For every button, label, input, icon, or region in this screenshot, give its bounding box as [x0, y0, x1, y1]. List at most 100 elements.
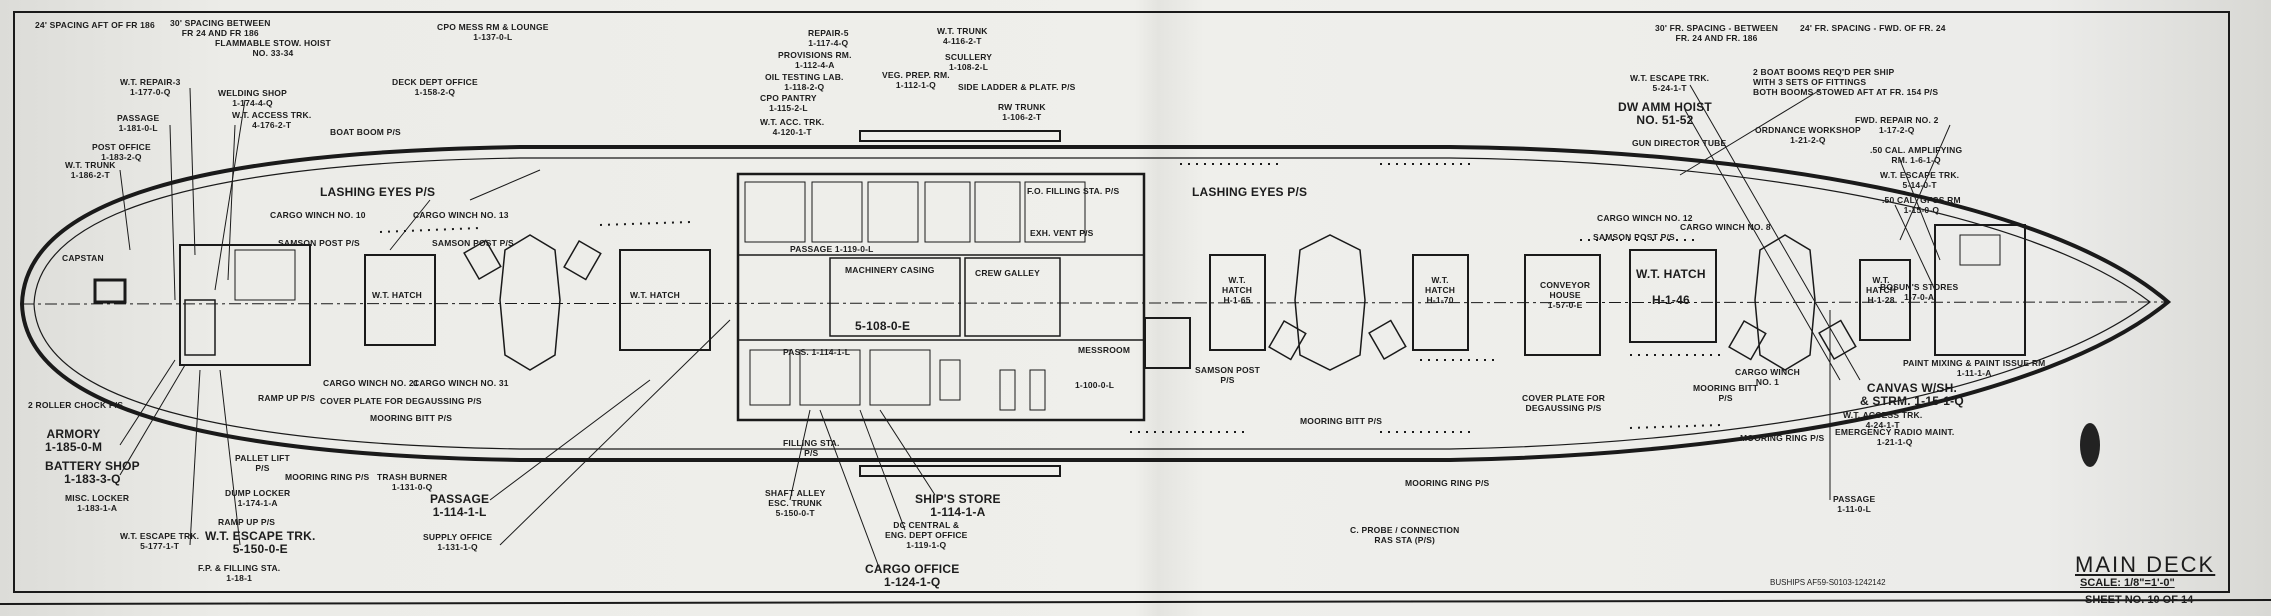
- drawing-title: MAIN DECK: [2075, 552, 2216, 577]
- label-ramp-up: RAMP UP P/S: [258, 393, 316, 403]
- label-misc-locker: MISC. LOCKER 1-183-1-A: [65, 493, 130, 513]
- label-wt-hatch: W.T. HATCH: [372, 290, 423, 300]
- hatch-aft-1: [364, 254, 436, 346]
- label-boat-booms-note: 2 BOAT BOOMS REQ'D PER SHIP WITH 3 SETS …: [1753, 67, 1939, 97]
- label-wt-escape-trk: W.T. ESCAPE TRK. 5-14-0-T: [1880, 170, 1960, 190]
- label-veg-prep-rm: VEG. PREP. RM. 1-112-1-Q: [882, 70, 950, 90]
- label-wt-trunk: W.T. TRUNK 1-186-2-T: [65, 160, 116, 180]
- label-cover-plate: COVER PLATE FOR DEGAUSSING P/S: [320, 396, 482, 406]
- label-samson-post: SAMSON POST P/S: [278, 238, 360, 248]
- label-cargo-office: CARGO OFFICE 1-124-1-Q: [865, 562, 960, 589]
- label-lashing-eyes: LASHING EYES P/S: [320, 185, 436, 199]
- label-dc-central: DC CENTRAL & ENG. DEPT OFFICE 1-119-1-Q: [885, 520, 968, 550]
- sheet-border: [13, 11, 2230, 593]
- label-passage: PASSAGE 1-114-1-L: [430, 492, 490, 519]
- ink-stain: [2080, 423, 2100, 467]
- label-ordnance-workshop: ORDNANCE WORKSHOP 1-21-2-Q: [1755, 125, 1861, 145]
- conveyor-house: [1524, 254, 1601, 356]
- label-fp-filling-sta: F.P. & FILLING STA. 1-18-1: [198, 563, 281, 583]
- aft-deckhouse: [179, 244, 311, 366]
- boat-boom-stowage-bottom: [859, 465, 1061, 477]
- winch-house-mid: [1294, 234, 1366, 371]
- label-cargo-winch-8: CARGO WINCH NO. 8: [1680, 222, 1771, 232]
- label-probe-connection: C. PROBE / CONNECTION RAS STA (P/S): [1350, 525, 1460, 545]
- label-passage: PASSAGE 1-181-0-L: [117, 113, 160, 133]
- label-deck-dept-office: DECK DEPT OFFICE 1-158-2-Q: [392, 77, 478, 97]
- label-fwd-repair-2: FWD. REPAIR NO. 2 1-17-2-Q: [1855, 115, 1939, 135]
- label-wt-acc-trk: W.T. ACC. TRK. 4-120-1-T: [760, 117, 825, 137]
- label-hatch-h-1-65: W.T. HATCH H-1-65: [1222, 275, 1253, 305]
- label-mooring-bitt: MOORING BITT P/S: [1300, 416, 1383, 426]
- label-50-cal-amplifying: .50 CAL. AMPLIFYING RM. 1-6-1-Q: [1870, 145, 1963, 165]
- label-flammable-stow-hoist: FLAMMABLE STOW. HOIST NO. 33-34: [215, 38, 331, 58]
- label-messroom: MESSROOM: [1078, 345, 1131, 355]
- label-lashing-eyes: LASHING EYES P/S: [1192, 185, 1308, 199]
- label-cargo-winch-21: CARGO WINCH NO. 21: [323, 378, 419, 388]
- cargo-winch-box: [1144, 317, 1191, 369]
- drawing-scale: SCALE: 1/8"=1'-0": [2080, 577, 2175, 589]
- label-cargo-winch-10: CARGO WINCH NO. 10: [270, 210, 366, 220]
- label-wt-hatch: W.T. HATCH: [630, 290, 681, 300]
- label-trash-burner: TRASH BURNER 1-131-0-Q: [377, 472, 448, 492]
- label-exh-vent: EXH. VENT P/S: [1030, 228, 1094, 238]
- label-side-ladder: SIDE LADDER & PLATF. P/S: [958, 82, 1076, 92]
- label-wt-escape-trk: W.T. ESCAPE TRK. 5-177-1-T: [120, 531, 200, 551]
- label-cargo-winch-31: CARGO WINCH NO. 31: [413, 378, 509, 388]
- label-wt-escape-trk: W.T. ESCAPE TRK. 5-24-1-T: [1630, 73, 1710, 93]
- label-samson-post: SAMSON POST P/S: [1593, 232, 1675, 242]
- label-cargo-winch-1: CARGO WINCH NO. 1: [1735, 367, 1800, 387]
- label-fr-spacing-between: 30' FR. SPACING - BETWEEN FR. 24 AND FR.…: [1655, 23, 1779, 43]
- label-paint-mixing: PAINT MIXING & PAINT ISSUE RM 1-11-1-A: [1903, 358, 2046, 378]
- label-5-108-0-e: 5-108-0-E: [855, 319, 911, 333]
- label-fo-filling-sta: F.O. FILLING STA. P/S: [1027, 186, 1120, 196]
- label-oil-testing-lab: OIL TESTING LAB. 1-118-2-Q: [765, 72, 844, 92]
- label-boat-boom: BOAT BOOM P/S: [330, 127, 401, 137]
- label-repair-5: REPAIR-5 1-117-4-Q: [808, 28, 849, 48]
- label-post-office: POST OFFICE 1-183-2-Q: [92, 142, 151, 162]
- winch-house-fwd: [1754, 234, 1816, 371]
- centerline: [21, 301, 2169, 305]
- label-bosuns-stores: BOSUN'S STORES 1-7-0-A: [1880, 282, 1959, 302]
- label-fr-spacing-fwd: 24' FR. SPACING - FWD. OF FR. 24: [1800, 23, 1946, 33]
- label-hatch-h-1-46: W.T. HATCH H-1-46: [1636, 267, 1706, 307]
- bottom-rule: [0, 599, 2271, 605]
- label-provisions-rm: PROVISIONS RM. 1-112-4-A: [778, 50, 852, 70]
- label-mooring-ring: MOORING RING P/S: [1740, 433, 1825, 443]
- label-ships-store: SHIP'S STORE 1-114-1-A: [915, 492, 1001, 519]
- label-gun-director-tube: GUN DIRECTOR TUBE: [1632, 138, 1727, 148]
- label-passage: PASSAGE 1-11-0-L: [1833, 494, 1876, 514]
- hatch-h-1-70: [1412, 254, 1469, 351]
- label-wt-escape-trk: W.T. ESCAPE TRK. 5-150-0-E: [205, 529, 316, 556]
- label-capstan: CAPSTAN: [62, 253, 104, 263]
- label-dw-amm-hoist: DW AMM HOIST NO. 51-52: [1618, 100, 1712, 127]
- label-dump-locker: DUMP LOCKER 1-174-1-A: [225, 488, 291, 508]
- label-mooring-ring: MOORING RING P/S: [285, 472, 370, 482]
- capstan: [93, 278, 127, 304]
- label-emergency-radio: EMERGENCY RADIO MAINT. 1-21-1-Q: [1835, 427, 1955, 447]
- label-battery-shop: BATTERY SHOP 1-183-3-Q: [45, 459, 140, 486]
- label-wt-trunk: W.T. TRUNK 4-116-2-T: [937, 26, 988, 46]
- label-mooring-bitt: MOORING BITT P/S: [1693, 383, 1759, 403]
- label-hatch-h-1-70: W.T. HATCH H-1-70: [1425, 275, 1456, 305]
- label-passage: PASSAGE 1-119-0-L: [790, 244, 874, 254]
- label-mooring-bitt: MOORING BITT P/S: [370, 413, 453, 423]
- label-pass: PASS. 1-114-1-L: [783, 347, 851, 357]
- label-cover-plate: COVER PLATE FOR DEGAUSSING P/S: [1522, 393, 1606, 413]
- label-wt-access-trk: W.T. ACCESS TRK. 4-176-2-T: [232, 110, 312, 130]
- label-messroom-number: 1-100-0-L: [1075, 380, 1115, 390]
- label-mooring-ring: MOORING RING P/S: [1405, 478, 1490, 488]
- label-cargo-winch-13: CARGO WINCH NO. 13: [413, 210, 509, 220]
- label-samson-post: SAMSON POST P/S: [1195, 365, 1261, 385]
- label-wt-repair-3: W.T. REPAIR-3 1-177-0-Q: [120, 77, 181, 97]
- label-filling-sta: FILLING STA. P/S: [783, 438, 840, 458]
- winch-house-aft: [499, 234, 561, 371]
- label-spacing-aft: 24' SPACING AFT OF FR 186: [35, 20, 155, 30]
- label-50-cal-gfcs: .50 CAL. GFCS RM 1-15-0-Q: [1882, 195, 1961, 215]
- hatch-h-1-65: [1209, 254, 1266, 351]
- label-conveyor-house: CONVEYOR HOUSE 1-57-0-E: [1540, 280, 1591, 310]
- hatch-aft-2: [619, 249, 711, 351]
- drawing-number: BUSHIPS AF59-S0103-1242142: [1770, 578, 1886, 587]
- label-spacing-between: 30' SPACING BETWEEN FR 24 AND FR 186: [170, 18, 271, 38]
